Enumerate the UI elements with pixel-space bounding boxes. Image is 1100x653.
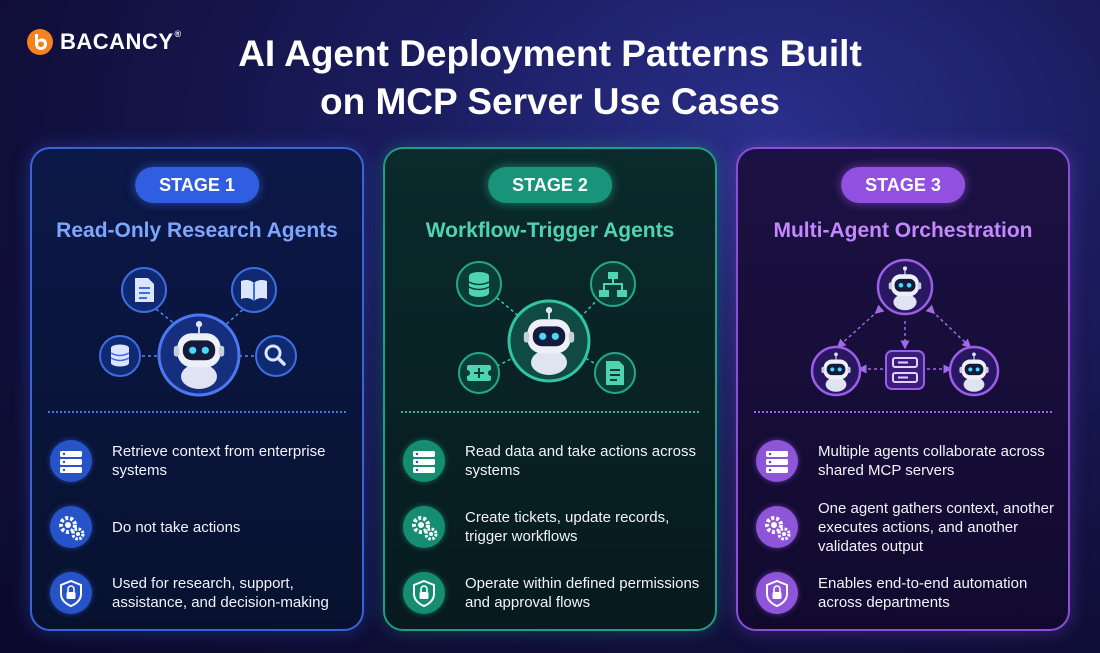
stage-3-item-2: One agent gathers context, another execu… [756,497,1056,557]
robot-icon [810,345,862,397]
stage-2-item-1-text: Read data and take actions across system… [465,443,696,479]
database-icon [456,261,502,307]
stage-1-card: STAGE 1 Read-Only Research Agents [30,147,364,631]
server-icon [885,350,925,390]
stage-2-item-2-text: Create tickets, update records, trigger … [465,509,670,545]
book-icon [231,267,277,313]
stage-3-item-1-text: Multiple agents collaborate across share… [818,443,1045,479]
stage-3-item-1: Multiple agents collaborate across share… [756,431,1056,491]
stage-2-item-1: Read data and take actions across system… [403,431,703,491]
stage-1-item-1: Retrieve context from enterprise systems [50,431,350,491]
stage-1-divider [48,411,346,413]
stage-1-item-1-text: Retrieve context from enterprise systems [112,443,326,479]
stage-1-illustration [99,267,297,397]
shield-lock-icon [403,572,445,614]
stage-2-card: STAGE 2 Workflow-Trigger Agents [383,147,717,631]
stage-3-badge: STAGE 3 [841,167,965,203]
page-title-line-2: on MCP Server Use Cases [320,81,780,122]
robot-icon [876,258,934,316]
brand-name: BACANCY® [60,29,182,54]
stage-2-items: Read data and take actions across system… [403,431,703,629]
brand-logo: BACANCY® [26,28,182,56]
stage-3-item-3: Enables end-to-end automation across dep… [756,563,1056,623]
stage-1-title: Read-Only Research Agents [56,219,338,242]
shield-lock-icon [756,572,798,614]
stage-3-title: Multi-Agent Orchestration [773,219,1033,242]
document-icon [121,267,167,313]
stage-2-item-3: Operate within defined permissions and a… [403,563,703,623]
shield-lock-icon [50,572,92,614]
stage-3-divider [754,411,1052,413]
stage-3-item-2-text: One agent gathers context, another execu… [818,499,1054,555]
stage-2-item-2: Create tickets, update records, trigger … [403,497,703,557]
robot-icon [157,313,241,397]
stage-2-illustration [456,261,636,394]
robot-icon [507,299,591,383]
stage-1-badge: STAGE 1 [135,167,259,203]
stage-1-item-2: Do not take actions [50,497,350,557]
bacancy-logo-icon [27,29,53,55]
document-icon [594,352,636,394]
server-icon [403,440,445,482]
stage-3-card: STAGE 3 Multi-Agent Orchestration [736,147,1070,631]
stage-1-item-3-text: Used for research, support, assistance, … [112,575,329,611]
server-icon [50,440,92,482]
gears-icon [756,506,798,548]
search-icon [255,335,297,377]
stage-1-item-3: Used for research, support, assistance, … [50,563,350,623]
ticket-icon [458,352,500,394]
stage-3-illustration [810,258,1000,397]
page-title: AI Agent Deployment Patterns Built on MC… [0,30,1100,126]
gears-icon [403,506,445,548]
stage-1-item-2-text: Do not take actions [112,518,241,536]
stage-3-item-3-text: Enables end-to-end automation across dep… [818,575,1028,611]
stage-2-title: Workflow-Trigger Agents [425,219,675,242]
stage-1-items: Retrieve context from enterprise systems… [50,431,350,629]
flowchart-icon [590,261,636,307]
stage-3-items: Multiple agents collaborate across share… [756,431,1056,629]
gears-icon [50,506,92,548]
robot-icon [948,345,1000,397]
stage-2-badge: STAGE 2 [488,167,612,203]
database-icon [99,335,141,377]
page-title-line-1: AI Agent Deployment Patterns Built [238,33,862,74]
stage-2-item-3-text: Operate within defined permissions and a… [465,575,700,611]
server-icon [756,440,798,482]
stage-2-divider [401,411,699,413]
